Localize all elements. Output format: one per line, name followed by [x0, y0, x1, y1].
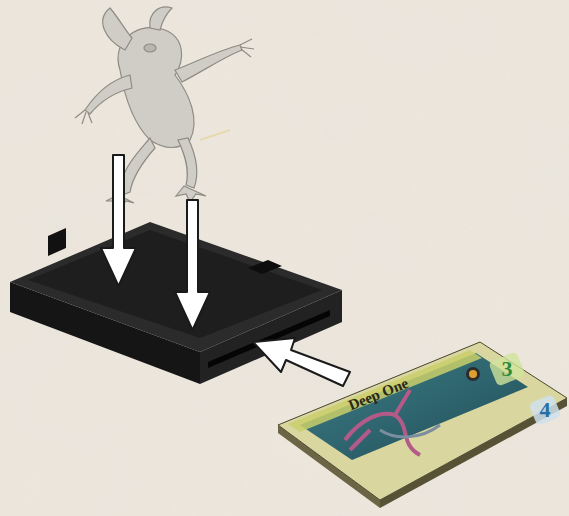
- token-value: 4: [540, 399, 551, 421]
- monster-figure: [75, 7, 254, 207]
- token-value: 3: [502, 358, 513, 380]
- assembly-arrows: [101, 155, 350, 386]
- monster-token: [278, 342, 567, 508]
